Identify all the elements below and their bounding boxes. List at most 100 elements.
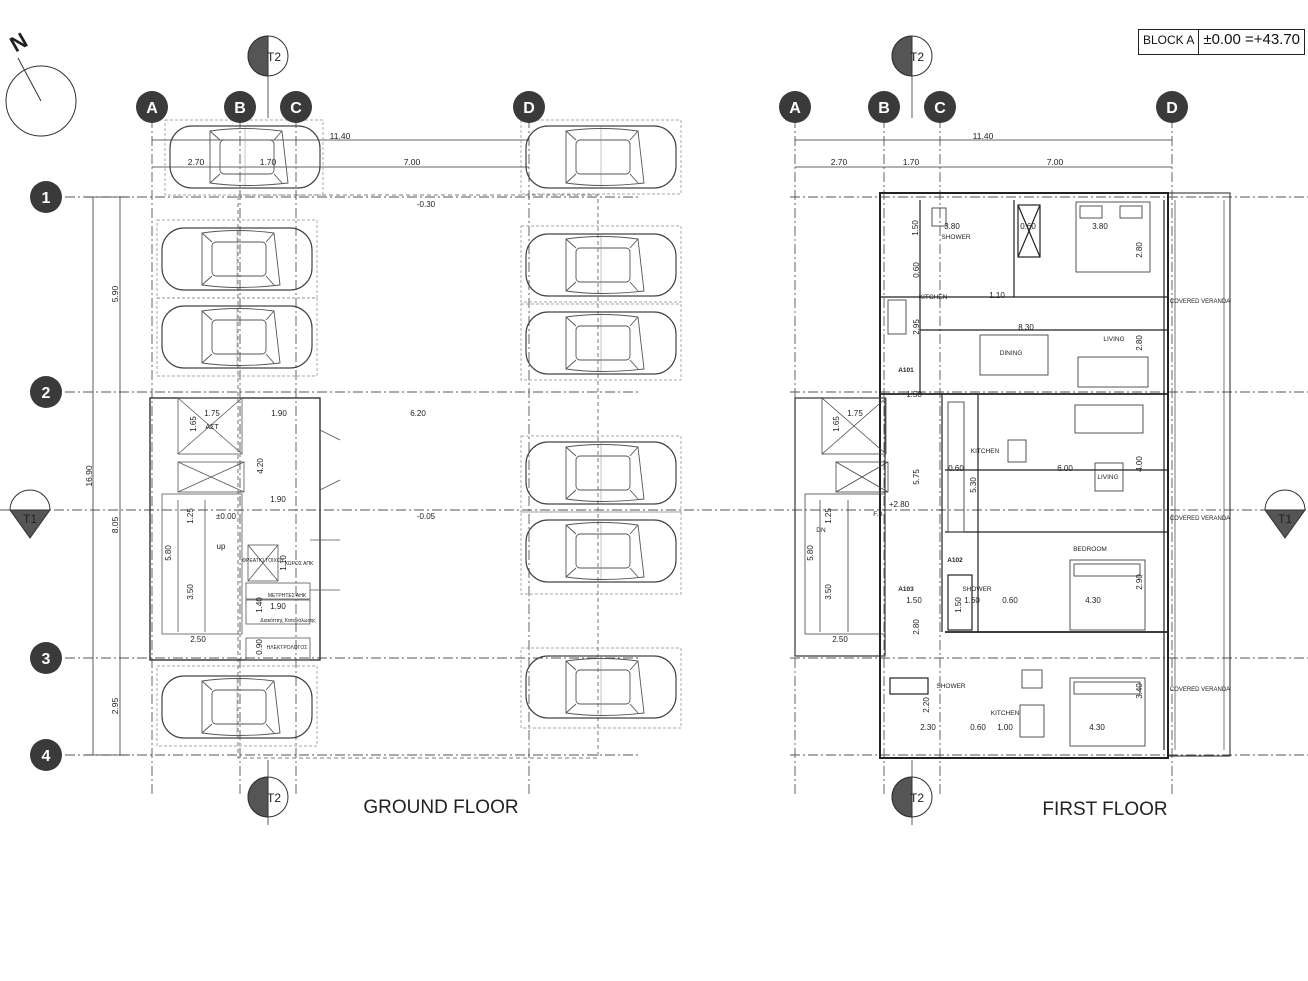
svg-text:2.95: 2.95 (110, 697, 120, 714)
svg-text:4: 4 (42, 748, 51, 765)
svg-text:5.80: 5.80 (164, 545, 173, 561)
first-labels: SHOWER KITCHEN DINING LIVING KITCHEN LIV… (816, 234, 1230, 717)
svg-text:ΧΩΡΟΣ ΑΠΚ: ΧΩΡΟΣ ΑΠΚ (285, 561, 314, 567)
svg-text:1.70: 1.70 (260, 157, 277, 167)
svg-text:-0.05: -0.05 (417, 512, 436, 521)
svg-text:5.75: 5.75 (912, 469, 921, 485)
parked-cars (161, 125, 677, 739)
svg-text:1.90: 1.90 (271, 409, 287, 418)
first-dim-text: 3.80 3.80 1.50 0.60 0.60 2.80 1.10 2.95 … (806, 220, 1144, 732)
section-markers (9, 35, 1306, 825)
datum-value: ±0.00 =+43.70 (1198, 30, 1304, 54)
svg-text:4.20: 4.20 (256, 458, 265, 474)
svg-text:6.00: 6.00 (1057, 464, 1073, 473)
ground-dim-text: 11.40 2.70 1.70 7.00 16.90 5.90 8.05 2.9… (84, 131, 421, 714)
svg-text:2.80: 2.80 (912, 619, 921, 635)
svg-text:16.90: 16.90 (84, 465, 94, 487)
svg-text:11.40: 11.40 (330, 131, 351, 141)
ground-floor-title: GROUND FLOOR (363, 797, 518, 818)
first-dimensions (795, 139, 1172, 168)
svg-text:±0.00: ±0.00 (216, 512, 237, 521)
svg-text:0.60: 0.60 (912, 262, 921, 278)
svg-text:1.60: 1.60 (964, 596, 980, 605)
svg-text:-0.30: -0.30 (417, 200, 436, 209)
svg-text:A103: A103 (898, 586, 914, 593)
row-bubbles (30, 181, 62, 771)
svg-text:1.50: 1.50 (906, 390, 922, 399)
svg-text:T1: T1 (1278, 512, 1292, 526)
svg-text:7.00: 7.00 (1047, 157, 1064, 167)
first-walls (879, 192, 1231, 759)
svg-text:KITCHEN: KITCHEN (991, 710, 1020, 717)
svg-text:6.20: 6.20 (410, 409, 426, 418)
svg-text:D: D (1166, 100, 1178, 117)
svg-text:2: 2 (42, 385, 51, 402)
ground-structure (149, 194, 599, 759)
svg-text:1.75: 1.75 (204, 409, 220, 418)
ground-dimensions (85, 139, 529, 756)
svg-text:1.50: 1.50 (906, 596, 922, 605)
svg-text:1.25: 1.25 (824, 508, 833, 524)
svg-text:A102: A102 (947, 557, 963, 564)
ground-labels: -0.30 ±0.00 -0.05 1.75 1.65 ΑΣΤ 1.90 6.2… (164, 200, 436, 655)
svg-text:2.50: 2.50 (190, 635, 206, 644)
svg-text:7.00: 7.00 (404, 157, 421, 167)
svg-text:4.00: 4.00 (1135, 456, 1144, 472)
svg-text:F.B: F.B (873, 511, 882, 518)
svg-text:ΦΡΕΑΤΙΟ ΤΟΙΧΟΥ: ΦΡΕΑΤΙΟ ΤΟΙΧΟΥ (242, 558, 285, 564)
svg-text:3.80: 3.80 (1092, 222, 1108, 231)
svg-text:1.00: 1.00 (997, 723, 1013, 732)
svg-text:1.50: 1.50 (911, 220, 920, 236)
column-bubbles (136, 91, 1188, 123)
svg-text:3.80: 3.80 (944, 222, 960, 231)
svg-text:8.30: 8.30 (1018, 323, 1034, 332)
svg-text:2.30: 2.30 (920, 723, 936, 732)
svg-text:3.50: 3.50 (186, 584, 195, 600)
north-arrow-icon: N (5, 28, 77, 137)
svg-text:2.70: 2.70 (831, 157, 848, 167)
svg-text:D: D (523, 100, 535, 117)
svg-text:DN: DN (816, 527, 826, 534)
first-dim-top-text: 11.40 2.70 1.70 7.00 (831, 131, 1064, 167)
svg-text:0.60: 0.60 (1002, 596, 1018, 605)
svg-text:1.70: 1.70 (903, 157, 920, 167)
svg-text:ΜΕΤΡΗΤΕΣ ΑΗΚ: ΜΕΤΡΗΤΕΣ ΑΗΚ (268, 593, 307, 599)
svg-text:COVERED VERANDA: COVERED VERANDA (1170, 299, 1230, 305)
svg-text:3: 3 (42, 651, 51, 668)
svg-text:2.80: 2.80 (1135, 242, 1144, 258)
svg-text:KITCHEN: KITCHEN (919, 294, 948, 301)
row-bubble-text: 1 2 3 4 (42, 190, 51, 765)
svg-text:KITCHEN: KITCHEN (971, 448, 1000, 455)
svg-text:4.30: 4.30 (1085, 596, 1101, 605)
svg-text:2.80: 2.80 (1135, 335, 1144, 351)
svg-text:1.65: 1.65 (189, 416, 198, 432)
svg-text:C: C (934, 100, 946, 117)
svg-text:B: B (878, 100, 890, 117)
svg-text:3.50: 3.50 (824, 584, 833, 600)
svg-text:4.30: 4.30 (1089, 723, 1105, 732)
svg-text:A: A (789, 100, 801, 117)
svg-text:1.25: 1.25 (186, 508, 195, 524)
svg-text:+2.80: +2.80 (889, 500, 910, 509)
svg-text:0.60: 0.60 (1020, 222, 1036, 231)
svg-text:1.50: 1.50 (954, 597, 963, 613)
first-furniture (887, 201, 1151, 747)
svg-text:SHOWER: SHOWER (936, 683, 966, 690)
svg-text:T2: T2 (267, 791, 281, 805)
svg-text:DINING: DINING (1000, 350, 1023, 357)
svg-text:1.65: 1.65 (832, 416, 841, 432)
svg-text:T2: T2 (910, 50, 924, 64)
svg-text:5.90: 5.90 (110, 285, 120, 302)
svg-text:ΑΣΤ: ΑΣΤ (205, 424, 219, 431)
svg-text:0.90: 0.90 (255, 639, 264, 655)
svg-text:N: N (6, 28, 32, 58)
svg-text:A: A (146, 100, 158, 117)
svg-text:SHOWER: SHOWER (962, 586, 992, 593)
svg-text:LIVING: LIVING (1103, 336, 1124, 343)
svg-text:Διακόπτης Κατανάλωσης: Διακόπτης Κατανάλωσης (260, 617, 316, 624)
first-stair (794, 397, 889, 657)
svg-text:5.30: 5.30 (969, 477, 978, 493)
svg-text:2.50: 2.50 (832, 635, 848, 644)
svg-text:0.60: 0.60 (948, 464, 964, 473)
